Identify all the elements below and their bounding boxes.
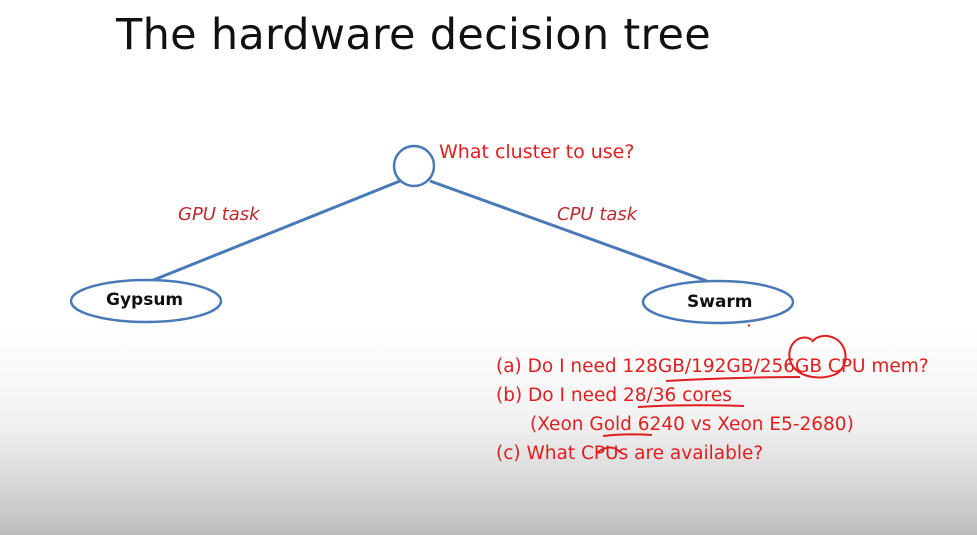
node-label-gypsum: Gypsum [106, 290, 184, 310]
root-question: What cluster to use? [439, 141, 635, 163]
swarm-node [641, 279, 795, 325]
edge-label-cpu: CPU task [557, 204, 638, 225]
annotation-notes: (a) Do I need 128GB/192GB/256GB CPU mem?… [496, 352, 929, 468]
node-label-swarm: Swarm [687, 292, 753, 312]
edge-gpu-line [145, 179, 401, 285]
note-c: (c) What CPUs are available? [496, 443, 764, 464]
note-a: (a) Do I need 128GB/192GB/256GB CPU mem? [496, 356, 929, 377]
gypsum-node [69, 278, 223, 324]
slide-title: The hardware decision tree [116, 10, 712, 60]
note-b: (b) Do I need 28/36 cores [496, 385, 732, 406]
note-b-detail: (Xeon Gold 6240 vs Xeon E5-2680) [530, 414, 854, 435]
edge-label-gpu: GPU task [178, 204, 260, 225]
root-node [392, 144, 436, 188]
edge-cpu-line [429, 179, 708, 283]
